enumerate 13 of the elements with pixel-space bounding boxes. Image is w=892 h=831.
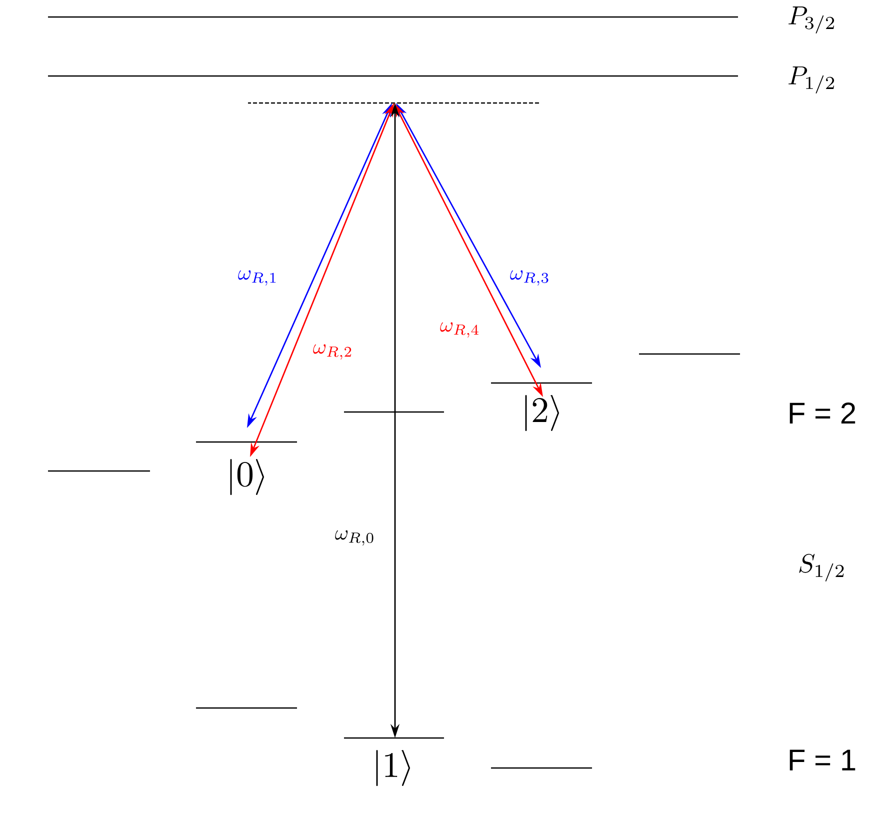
level-label: $P_{3/2}$ (788, 6, 834, 34)
edge-label: $\omega_{R,3}$ (510, 270, 548, 286)
level-label: $|1\rangle$ (376, 750, 410, 786)
level-label: F = 1 (790, 750, 856, 770)
level-label: F = 2 (790, 402, 856, 424)
level-label: $|0\rangle$ (230, 459, 264, 495)
level-label: $|2\rangle$ (525, 395, 559, 431)
edge-label: $\omega_{R,0}$ (335, 530, 374, 546)
level-label: $P_{1/2}$ (788, 66, 834, 94)
edge-label: $\omega_{R,4}$ (440, 322, 478, 338)
edge-label: $\omega_{R,1}$ (238, 270, 276, 286)
level-label: $S_{1/2}$ (799, 554, 844, 582)
edge-label: $\omega_{R,2}$ (313, 344, 352, 360)
